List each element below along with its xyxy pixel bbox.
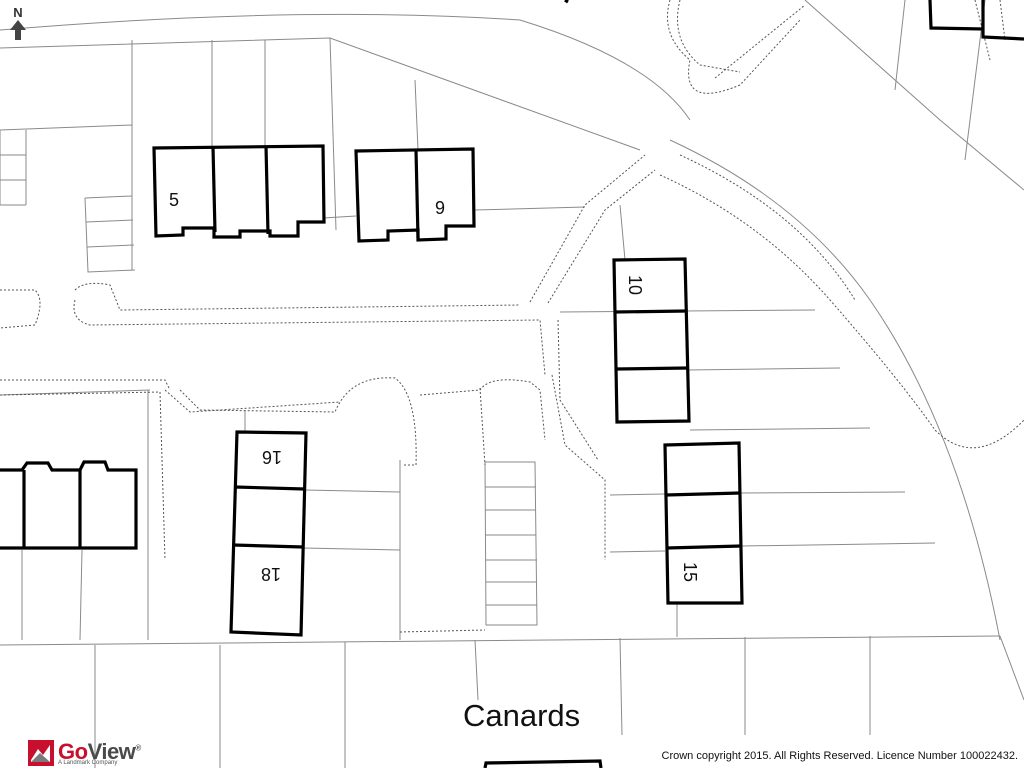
north-label: N: [13, 5, 23, 20]
house-number-5: 5: [169, 190, 180, 210]
copyright-notice: Crown copyright 2015. All Rights Reserve…: [661, 750, 1018, 762]
building-block-15: [663, 441, 744, 605]
north-arrow-icon: [10, 20, 26, 40]
goview-logo: GoView® A Landmark Company: [28, 739, 168, 767]
house-number-10: 10: [625, 274, 646, 296]
logo-trademark: ®: [135, 743, 141, 753]
footpaths: [0, 0, 1024, 633]
building-top-right: [928, 0, 1024, 41]
building-terrace-west: [0, 460, 138, 550]
logo-brand-go: Go: [58, 739, 88, 764]
logo-brand: GoView®: [58, 739, 141, 765]
house-number-15: 15: [680, 561, 701, 583]
street-label: Canards: [463, 698, 581, 733]
building-pair-9: [354, 147, 476, 243]
north-arrow: N: [6, 6, 30, 46]
goview-logo-icon: [28, 740, 54, 766]
building-bottom: [483, 759, 603, 768]
logo-brand-view: View: [87, 739, 136, 764]
house-number-18: 18: [261, 564, 282, 584]
house-number-16: 16: [262, 447, 283, 467]
building-terrace-5: [152, 144, 326, 239]
logo-tagline: A Landmark Company: [58, 760, 118, 766]
house-number-9: 9: [435, 198, 446, 218]
building-block-16-18: [229, 430, 308, 637]
